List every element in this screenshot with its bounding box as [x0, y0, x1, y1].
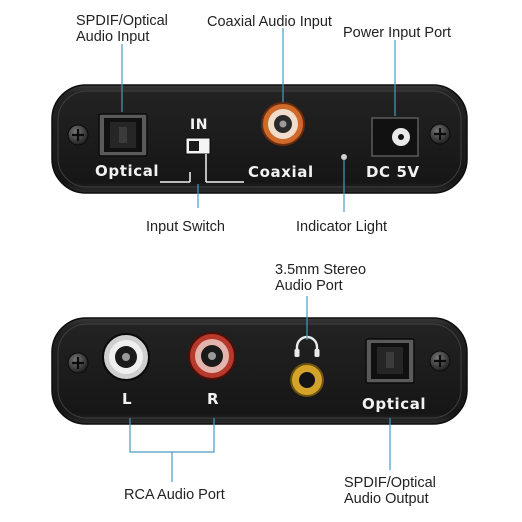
screw-icon: [429, 350, 451, 372]
callout-line-1: 3.5mm Stereo: [275, 262, 367, 278]
callout-line-2: Audio Output: [344, 491, 429, 507]
callout-spdif-input: SPDIF/Optical Audio Input: [76, 13, 168, 45]
callout-line-2: Audio Port: [275, 278, 343, 294]
callout-power-input: Power Input Port: [343, 25, 451, 41]
indicator-light: [341, 154, 347, 160]
headphones-icon: [294, 335, 320, 357]
screw-icon: [67, 124, 89, 146]
coaxial-input-port: [261, 102, 305, 146]
callout-indicator-light: Indicator Light: [296, 219, 388, 235]
panel-label-optical-in: Optical: [95, 162, 160, 180]
stereo-jack-port: [290, 363, 324, 397]
optical-output-port: [365, 338, 415, 384]
panel-label-dc: DC 5V: [366, 163, 420, 181]
panel-label-optical-out: Optical: [362, 395, 427, 413]
callout-spdif-output: SPDIF/Optical Audio Output: [344, 475, 436, 507]
optical-input-port: [98, 113, 148, 157]
callout-rca-port: RCA Audio Port: [124, 487, 225, 503]
callout-line-2: Audio Input: [76, 29, 150, 45]
callout-line-1: SPDIF/Optical: [76, 13, 168, 29]
dc-power-port: [371, 117, 419, 157]
callout-coaxial-input: Coaxial Audio Input: [207, 14, 332, 30]
rca-left-port: [102, 333, 150, 381]
panel-label-in: IN: [190, 117, 209, 133]
panel-label-left: L: [122, 390, 133, 408]
callout-input-switch: Input Switch: [146, 219, 225, 235]
screw-icon: [67, 352, 89, 374]
screw-icon: [429, 123, 451, 145]
bottom-device-panel: [51, 317, 468, 425]
rca-right-port: [188, 332, 236, 380]
callout-stereo-port: 3.5mm Stereo Audio Port: [275, 262, 366, 294]
input-switch: [185, 137, 211, 155]
top-device-panel: [51, 84, 468, 194]
panel-label-right: R: [207, 390, 220, 408]
panel-label-coaxial: Coaxial: [248, 163, 314, 181]
callout-line-1: SPDIF/Optical: [344, 475, 436, 491]
